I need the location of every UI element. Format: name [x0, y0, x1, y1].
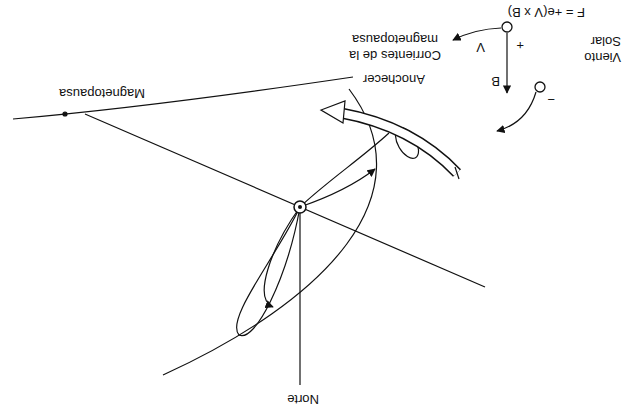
- field-line: [264, 207, 300, 307]
- label-holder: Norte: [287, 391, 319, 407]
- magnetopause-arc: [13, 77, 353, 119]
- axis-label: Norte: [287, 391, 319, 407]
- label-holder: Corrientes de la magnetopausa: [333, 31, 457, 63]
- earth-symbol: [294, 201, 306, 213]
- label-holder: −: [547, 91, 555, 107]
- force-equation: F = +e(V x B): [508, 4, 585, 20]
- magnetopause-boundary: [163, 89, 377, 375]
- positive-particle: [502, 22, 512, 32]
- vector-label: V: [476, 39, 485, 55]
- vector-label: B: [491, 73, 500, 89]
- charge-sign: −: [547, 91, 555, 107]
- charge-sign: +: [516, 37, 524, 53]
- region-label: Anochecer: [363, 71, 425, 87]
- label-holder: B: [491, 73, 500, 89]
- earth-symbol: [298, 205, 302, 209]
- region-label: Magnetopausa: [59, 85, 145, 101]
- label-holder: V: [476, 39, 485, 55]
- label-holder: Viento Solar: [569, 33, 621, 65]
- velocity-arrow: [453, 28, 501, 40]
- arc-dot: [63, 112, 67, 116]
- label-holder: +: [516, 37, 524, 53]
- field-line: [300, 133, 389, 207]
- current-arrow: [321, 101, 459, 179]
- label-holder: F = +e(V x B): [508, 4, 585, 20]
- field-line: [300, 169, 375, 207]
- north-axis: [299, 207, 300, 385]
- particle-trajectory: [497, 92, 536, 131]
- field-arrow: [506, 33, 507, 93]
- field-line: [237, 207, 300, 336]
- current-label: Corrientes de la magnetopausa: [333, 31, 457, 63]
- terminator-line: [85, 114, 485, 287]
- label-holder: Magnetopausa: [59, 85, 145, 101]
- solar-wind-label: Viento Solar: [569, 33, 621, 65]
- negative-particle: [535, 82, 545, 92]
- label-holder: Anochecer: [363, 71, 425, 87]
